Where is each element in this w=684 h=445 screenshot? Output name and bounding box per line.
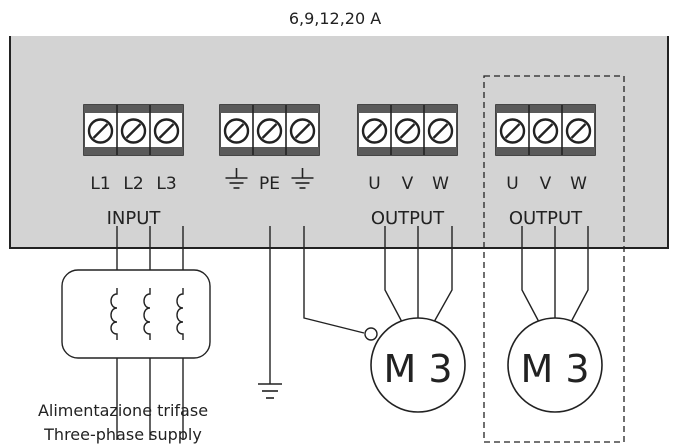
screw-terminal-icon[interactable] xyxy=(565,118,592,144)
terminal-label: L2 xyxy=(123,174,143,194)
terminal-label: W xyxy=(432,174,449,194)
rating-label: 6,9,12,20 A xyxy=(289,9,381,28)
screw-terminal-icon[interactable] xyxy=(499,118,526,144)
screw-terminal-icon[interactable] xyxy=(153,118,180,144)
group-caption-input: INPUT xyxy=(107,208,162,229)
terminal-label: V xyxy=(402,174,414,194)
fuse-icon xyxy=(110,288,184,340)
controller-panel xyxy=(9,36,669,249)
group-caption-output-2: OUTPUT xyxy=(509,208,583,229)
terminal-block-ground: PE xyxy=(219,104,320,194)
terminal-label: W xyxy=(570,174,587,194)
screw-terminal-icon[interactable] xyxy=(427,118,454,144)
motor-icon: M 3 xyxy=(364,317,466,413)
fuse-box xyxy=(61,269,211,359)
motor-1-label: M 3 xyxy=(383,347,452,391)
screw-terminal-icon[interactable] xyxy=(256,118,283,144)
screw-terminal-icon[interactable] xyxy=(120,118,147,144)
screw-terminal-icon[interactable] xyxy=(394,118,421,144)
group-caption-output-1: OUTPUT xyxy=(371,208,445,229)
screw-terminal-icon[interactable] xyxy=(532,118,559,144)
terminal-label: L1 xyxy=(90,174,110,194)
terminal-label: L3 xyxy=(156,174,176,194)
motor-2 xyxy=(507,317,603,413)
screw-terminal-icon[interactable] xyxy=(87,118,114,144)
screw-terminal-icon[interactable] xyxy=(289,118,316,144)
terminal-label: U xyxy=(506,174,518,194)
supply-label-it: Alimentazione trifase xyxy=(38,401,208,420)
terminal-label: U xyxy=(368,174,380,194)
optional-output-frame xyxy=(483,75,625,443)
output-1-wires xyxy=(384,226,453,323)
ground-icon xyxy=(291,168,314,189)
terminal-label: PE xyxy=(259,174,280,194)
terminal-label: V xyxy=(540,174,552,194)
output-2-wires xyxy=(521,226,589,323)
screw-terminal-icon[interactable] xyxy=(361,118,388,144)
supply-label-en: Three-phase supply xyxy=(43,425,202,444)
ground-icon xyxy=(225,168,248,189)
motor-icon: M 3 xyxy=(507,317,603,413)
motor-1-earth-wire xyxy=(303,226,365,334)
motor-2-label: M 3 xyxy=(520,347,589,391)
ground-icon xyxy=(258,383,282,399)
screw-terminal-icon[interactable] xyxy=(223,118,250,144)
motor-1 xyxy=(370,317,466,413)
motor-1-earth-lug xyxy=(364,327,378,341)
